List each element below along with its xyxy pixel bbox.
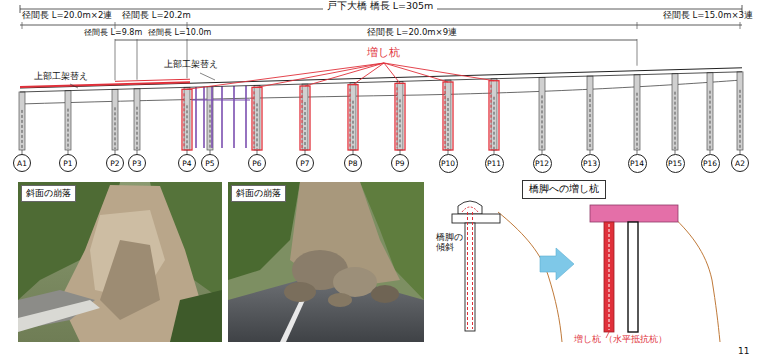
pier-circle: P10 xyxy=(439,154,458,173)
pier-column xyxy=(707,73,713,154)
pier-column xyxy=(489,79,499,154)
pier-column xyxy=(252,85,262,154)
pier-circle: P9 xyxy=(391,154,409,172)
pier-circle: P5 xyxy=(201,154,219,172)
span-dimension: 径間長 L=15.0m×3連 xyxy=(663,11,753,21)
node-text: P10 xyxy=(441,159,455,168)
node-text: 橋脚への増し杭 xyxy=(529,183,599,194)
node-text: P16 xyxy=(703,159,717,168)
node-text: P5 xyxy=(205,159,214,168)
node-text: P15 xyxy=(668,159,682,168)
node-text: P1 xyxy=(63,159,72,168)
replacement-label: 上部工架替え xyxy=(34,72,88,82)
node-text: P12 xyxy=(535,159,549,168)
bridge-title: 戸下大橋 橋長 L=305m xyxy=(323,1,438,12)
span-dimension: 径間長 L=20.2m xyxy=(122,11,191,21)
tilt-label: 橋脚の傾斜 xyxy=(436,232,464,253)
pier-circle: P15 xyxy=(666,154,685,173)
pier-circle: P12 xyxy=(533,154,552,173)
pier-circle: P2 xyxy=(106,154,124,172)
page-number: 11 xyxy=(738,346,749,356)
pier-column xyxy=(395,81,405,154)
node-text: P7 xyxy=(300,159,309,168)
pier-column xyxy=(737,72,743,154)
photo-caption-box: 斜面の崩落 xyxy=(231,185,286,202)
pier-column xyxy=(19,92,25,154)
pier-column xyxy=(539,77,545,154)
node-text: P11 xyxy=(487,159,501,168)
pier-column xyxy=(207,87,213,154)
replacement-label: 上部工架替え xyxy=(164,60,218,70)
span-dimension: 径間長 L=10.0m xyxy=(148,28,211,37)
pier-circle: P14 xyxy=(628,154,647,173)
pier-column xyxy=(348,83,358,154)
node-text: P3 xyxy=(132,159,141,168)
pier-column xyxy=(134,89,140,154)
node-text: P6 xyxy=(252,159,261,168)
node-text: A2 xyxy=(735,159,745,168)
pier-column xyxy=(65,91,71,154)
pier-column xyxy=(587,76,593,154)
node-text: P2 xyxy=(110,159,119,168)
span-dimension: 径間長 L=20.0m×2連 xyxy=(22,11,112,21)
pier-circle: P6 xyxy=(248,154,266,172)
node-text: A1 xyxy=(17,159,27,168)
added-pile-label: 増し杭 xyxy=(367,47,400,60)
photo-rockfall-road xyxy=(228,182,424,342)
pier-circle: P8 xyxy=(344,154,362,172)
added-pile-note: 増し杭 （水平抵抗杭） xyxy=(574,334,667,344)
node-text: P13 xyxy=(583,159,597,168)
title-box: 橋脚への増し杭 xyxy=(522,180,606,199)
pier-column xyxy=(443,80,453,154)
photo-caption-box: 斜面の崩落 xyxy=(21,185,76,202)
node-text: P14 xyxy=(630,159,644,168)
node-text: 斜面の崩落 xyxy=(26,188,71,198)
span-dimension: 径間長 L=20.0m×9連 xyxy=(367,28,457,38)
pier-circle: P7 xyxy=(296,154,314,172)
node-text: P9 xyxy=(395,159,404,168)
pier-circle: P3 xyxy=(128,154,146,172)
pier-column xyxy=(300,84,310,154)
pier-column xyxy=(672,74,678,154)
pile-schematic xyxy=(452,201,720,342)
node-text: P4 xyxy=(182,159,191,168)
node-text: P8 xyxy=(348,159,357,168)
pier-circle: A1 xyxy=(13,154,31,172)
pier-circle: P4 xyxy=(178,154,196,172)
pier-column xyxy=(182,87,192,154)
pier-circle: P13 xyxy=(581,154,600,173)
pier-column xyxy=(112,89,118,154)
span-dimension: 径間長 L=9.8m xyxy=(84,28,142,37)
pier-circle: P11 xyxy=(485,154,504,173)
node-text: 斜面の崩落 xyxy=(236,188,281,198)
pier-circle: P1 xyxy=(59,154,77,172)
pier-column xyxy=(634,75,640,154)
pier-circle: A2 xyxy=(731,154,749,172)
photo-slope-collapse xyxy=(18,182,222,342)
pier-circle: P16 xyxy=(701,154,720,173)
